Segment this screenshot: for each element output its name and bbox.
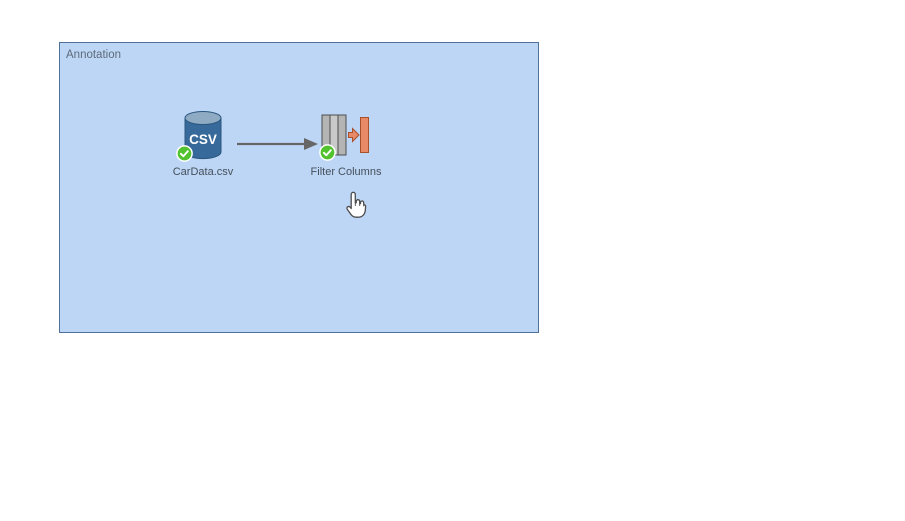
node-label: CarData.csv bbox=[172, 166, 234, 178]
selected-column-bar bbox=[360, 117, 369, 153]
csv-database-icon: CSV bbox=[184, 111, 222, 160]
filter-columns-icon bbox=[321, 114, 369, 156]
status-success-icon bbox=[319, 144, 336, 161]
hand-cursor-icon bbox=[346, 191, 367, 218]
filter-arrow-glyph bbox=[348, 127, 360, 143]
connector-arrow[interactable] bbox=[236, 135, 320, 153]
status-success-icon bbox=[176, 145, 193, 162]
column-bar-3 bbox=[337, 114, 347, 156]
connector-arrowhead bbox=[304, 138, 318, 150]
csv-cylinder-top bbox=[184, 111, 222, 125]
node-label: Filter Columns bbox=[310, 166, 382, 178]
hand-finger-lines bbox=[354, 202, 365, 207]
csv-icon-text: CSV bbox=[189, 132, 217, 147]
hand-pointer-shape bbox=[346, 191, 367, 218]
annotation-label: Annotation bbox=[66, 49, 121, 61]
checkmark-glyph bbox=[322, 149, 332, 157]
checkmark-glyph bbox=[179, 150, 189, 158]
annotation-box[interactable] bbox=[59, 42, 539, 333]
